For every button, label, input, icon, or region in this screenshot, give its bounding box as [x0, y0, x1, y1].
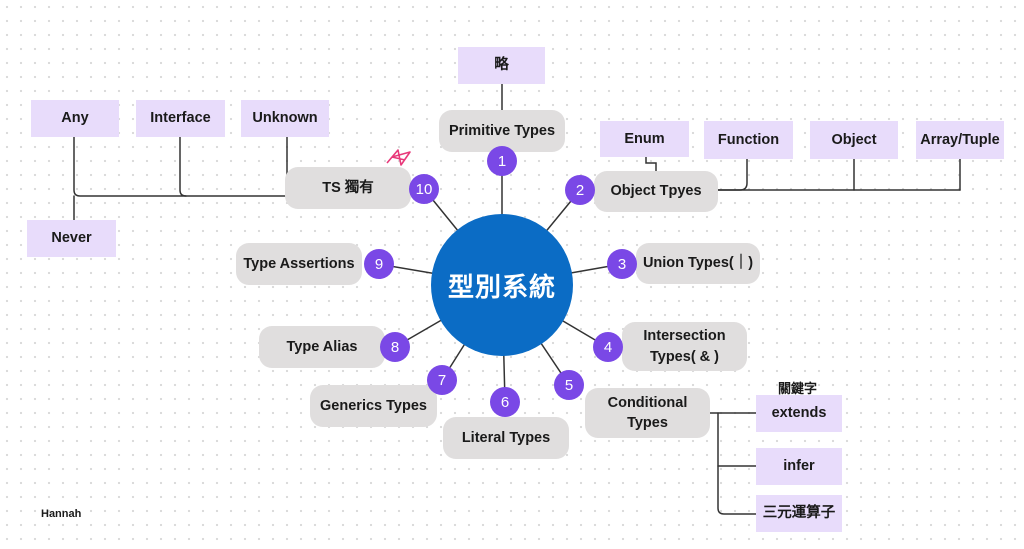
leaf-ternary-operator: 三元運算子: [756, 495, 842, 532]
leaf-enum: Enum: [600, 121, 689, 157]
intersection-label-line1: Intersection: [643, 328, 726, 345]
leaf-extends: extends: [756, 395, 842, 432]
node-object-types: Object Tpyes: [594, 171, 718, 212]
author-name: Hannah: [41, 508, 82, 520]
badge-5: 5: [554, 370, 584, 400]
conditional-label-line2: Types: [627, 415, 668, 431]
badge-3: 3: [607, 249, 637, 279]
node-union-types: Union Types(｜): [636, 243, 760, 284]
leaf-function: Function: [704, 121, 793, 159]
badge-7: 7: [427, 365, 457, 395]
leaf-infer: infer: [756, 448, 842, 485]
node-primitive-types: Primitive Types: [439, 110, 565, 152]
keyword-caption: 關鍵字: [778, 381, 818, 396]
leaf-any: Any: [31, 100, 119, 137]
node-conditional-types: Conditional Types: [585, 388, 710, 438]
leaf-object: Object: [810, 121, 898, 159]
node-type-assertions: Type Assertions: [236, 243, 362, 285]
leaf-interface: Interface: [136, 100, 225, 137]
node-intersection-types: Intersection Types( & ): [622, 322, 747, 371]
central-topic: 型別系統: [431, 214, 573, 356]
conditional-label-line1: Conditional: [607, 394, 688, 411]
badge-4: 4: [593, 332, 623, 362]
leaf-unknown: Unknown: [241, 100, 329, 137]
intersection-label-line2: Types( & ): [649, 348, 720, 365]
node-type-alias: Type Alias: [259, 326, 385, 368]
badge-9: 9: [364, 249, 394, 279]
badge-2: 2: [565, 175, 595, 205]
badge-6: 6: [490, 387, 520, 417]
leaf-omitted: 略: [458, 47, 545, 84]
leaf-never: Never: [27, 220, 116, 257]
leaf-array-tuple: Array/Tuple: [916, 121, 1004, 159]
node-ts-exclusive: TS 獨有: [285, 167, 411, 209]
star-doodle-icon: [386, 149, 411, 166]
badge-8: 8: [380, 332, 410, 362]
badge-10: 10: [409, 174, 439, 204]
node-generics-types: Generics Types: [310, 385, 437, 427]
badge-1: 1: [487, 146, 517, 176]
node-literal-types: Literal Types: [443, 417, 569, 459]
